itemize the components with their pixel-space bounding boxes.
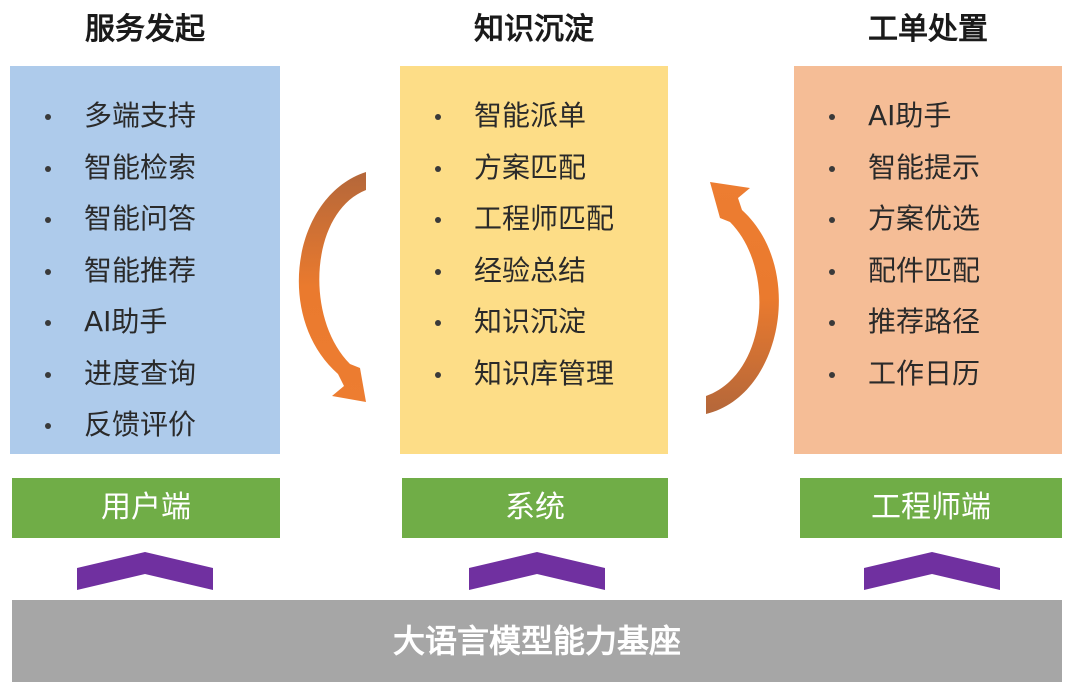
list-item: 知识沉淀 <box>400 300 668 352</box>
list-item: 进度查询 <box>10 352 280 404</box>
list-item: 智能派单 <box>400 94 668 146</box>
knowledge-accumulation-box: 智能派单 方案匹配 工程师匹配 经验总结 知识沉淀 知识库管理 <box>400 66 668 454</box>
list-item: 智能问答 <box>10 197 280 249</box>
title-service-initiation: 服务发起 <box>85 12 205 47</box>
list-item: 反馈评价 <box>10 403 280 455</box>
list-item: 推荐路径 <box>794 300 1062 352</box>
list-item: 方案匹配 <box>400 146 668 198</box>
knowledge-accumulation-list: 智能派单 方案匹配 工程师匹配 经验总结 知识沉淀 知识库管理 <box>400 66 668 403</box>
engineer-end-label: 工程师端 <box>800 478 1062 538</box>
list-item: 方案优选 <box>794 197 1062 249</box>
llm-capability-base: 大语言模型能力基座 <box>12 600 1062 682</box>
list-item: AI助手 <box>10 300 280 352</box>
service-initiation-box: 多端支持 智能检索 智能问答 智能推荐 AI助手 进度查询 反馈评价 <box>10 66 280 454</box>
chevron-up-icon <box>469 552 605 590</box>
chevron-up-icon <box>77 552 213 590</box>
title-ticket-handling: 工单处置 <box>868 12 988 47</box>
list-item: 经验总结 <box>400 249 668 301</box>
ticket-handling-list: AI助手 智能提示 方案优选 配件匹配 推荐路径 工作日历 <box>794 66 1062 403</box>
list-item: 工作日历 <box>794 352 1062 404</box>
system-label: 系统 <box>402 478 668 538</box>
list-item: 配件匹配 <box>794 249 1062 301</box>
chevron-up-icon <box>864 552 1000 590</box>
curved-arrow-up-left-icon <box>706 182 779 414</box>
list-item: 知识库管理 <box>400 352 668 404</box>
ticket-handling-box: AI助手 智能提示 方案优选 配件匹配 推荐路径 工作日历 <box>794 66 1062 454</box>
list-item: 智能推荐 <box>10 249 280 301</box>
curved-arrow-down-right-icon <box>298 172 366 402</box>
list-item: 智能提示 <box>794 146 1062 198</box>
user-end-label: 用户端 <box>12 478 280 538</box>
list-item: 智能检索 <box>10 146 280 198</box>
service-initiation-list: 多端支持 智能检索 智能问答 智能推荐 AI助手 进度查询 反馈评价 <box>10 66 280 455</box>
list-item: AI助手 <box>794 94 1062 146</box>
list-item: 多端支持 <box>10 94 280 146</box>
title-knowledge-accumulation: 知识沉淀 <box>474 12 594 47</box>
list-item: 工程师匹配 <box>400 197 668 249</box>
